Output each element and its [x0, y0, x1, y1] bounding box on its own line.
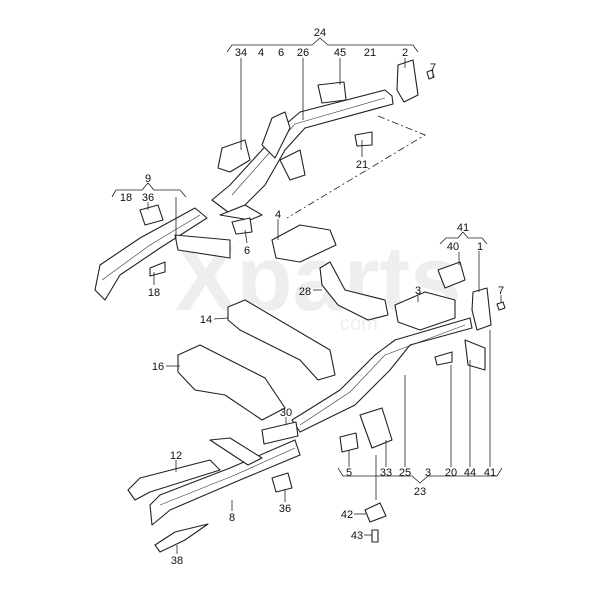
- callout-30: 30: [280, 407, 292, 419]
- callout-26: 26: [297, 47, 309, 59]
- callout-3: 3: [415, 285, 421, 297]
- callout-12: 12: [170, 450, 182, 462]
- leader-lines: [147, 58, 502, 554]
- callout-2: 2: [402, 47, 408, 59]
- callout-21: 21: [364, 47, 376, 59]
- crossmember-16: [177, 344, 286, 421]
- callout-40: 40: [447, 241, 459, 253]
- callout-36: 36: [142, 192, 154, 204]
- bracket-part-42: [364, 502, 387, 523]
- arch-part-28: [319, 261, 389, 321]
- bracket-23: [337, 467, 503, 484]
- callout-18: 18: [120, 192, 132, 204]
- callout-34: 34: [235, 47, 247, 59]
- callout-44: 44: [464, 467, 476, 479]
- pin-7: [496, 301, 506, 311]
- callout-5: 5: [346, 467, 352, 479]
- callout-9: 9: [145, 173, 151, 185]
- bracket-part-1: [471, 287, 492, 331]
- callout-45: 45: [334, 47, 346, 59]
- bracket-part-4: [271, 224, 337, 263]
- callout-20: 20: [445, 467, 457, 479]
- bracket-41: [439, 231, 488, 245]
- group-brackets: [111, 37, 503, 484]
- crossmember-14: [227, 299, 336, 381]
- callout-38: 38: [171, 555, 183, 567]
- callout-16: 16: [152, 361, 164, 373]
- callout-3b: 3: [425, 467, 431, 479]
- bracket-part-3: [394, 291, 456, 331]
- left-rail-assembly: [94, 204, 253, 301]
- front-rail-assembly: [127, 437, 301, 553]
- bracket-24: [226, 37, 419, 53]
- callout-6: 6: [278, 47, 284, 59]
- callout-24: 24: [314, 27, 326, 39]
- callout-25: 25: [399, 467, 411, 479]
- callout-8: 8: [229, 512, 235, 524]
- callout-33: 33: [380, 467, 392, 479]
- callout-7: 7: [430, 62, 436, 74]
- callout-18b: 18: [148, 287, 160, 299]
- callout-41: 41: [457, 222, 469, 234]
- callout-6b: 6: [244, 245, 250, 257]
- callout-36b: 36: [279, 503, 291, 515]
- callout-42: 42: [341, 509, 353, 521]
- callout-21b: 21: [356, 159, 368, 171]
- callout-4b: 4: [275, 209, 281, 221]
- bolt-43: [371, 529, 379, 543]
- bracket-part-40: [437, 261, 466, 289]
- callout-23: 23: [414, 486, 426, 498]
- callout-7b: 7: [498, 285, 504, 297]
- callout-1: 1: [477, 241, 483, 253]
- bracket-9: [111, 182, 187, 198]
- callout-28: 28: [299, 286, 311, 298]
- callout-43: 43: [351, 530, 363, 542]
- lower-frame-rail: [261, 317, 486, 453]
- upper-frame-rail: [211, 59, 435, 221]
- callout-4: 4: [258, 47, 264, 59]
- callout-14: 14: [200, 314, 212, 326]
- callout-labels: 24 34 4 6 26 45 21 2 7 21 9 18 36 6 4 18…: [120, 27, 504, 567]
- callout-41b: 41: [484, 467, 496, 479]
